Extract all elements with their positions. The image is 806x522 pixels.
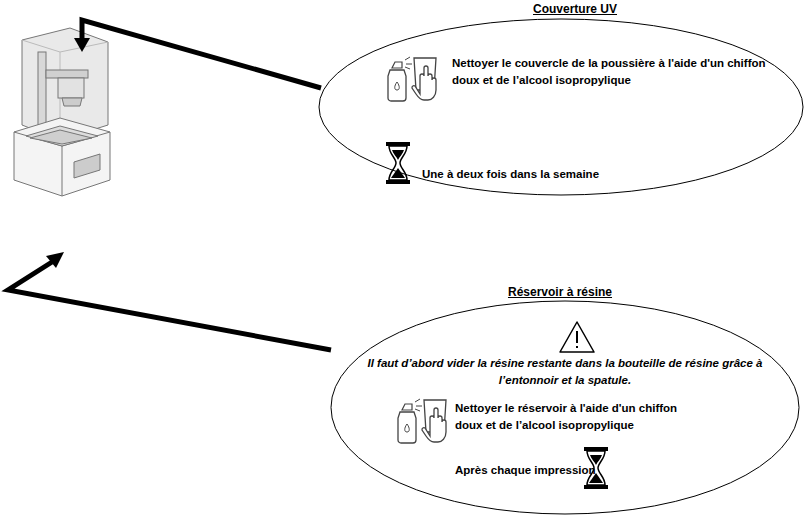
- warning-note: Il faut d’abord vider la résine restante…: [360, 355, 770, 388]
- uv-cover-text: Nettoyer le couvercle de la poussière à …: [452, 55, 772, 88]
- uv-cover-text: Une à deux fois dans la semaine: [422, 166, 642, 183]
- ellipse-callout: Réservoir à résineIl faut d’abord vider …: [330, 300, 800, 515]
- warning-icon: [560, 322, 594, 352]
- section-heading: Couverture UV: [475, 1, 675, 18]
- resin-tank-text: Après chaque impression: [455, 462, 605, 479]
- printer-body: [14, 28, 110, 196]
- ellipse-callout: Couverture UVNettoyer le couvercle de la…: [318, 18, 804, 196]
- arrowhead: [74, 38, 90, 52]
- arrowhead: [46, 252, 64, 268]
- resin-tank-text: Nettoyer le réservoir à l'aide d'un chif…: [455, 400, 705, 433]
- section-heading: Réservoir à résine: [460, 284, 660, 301]
- leader-arrow: [8, 20, 331, 350]
